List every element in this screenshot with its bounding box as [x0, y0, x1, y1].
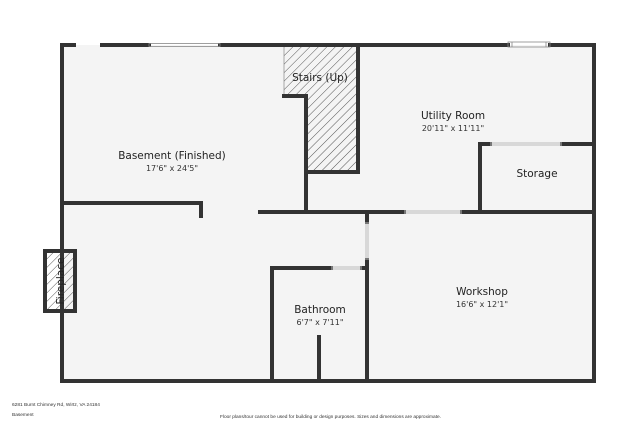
walls	[60, 43, 596, 383]
windows	[148, 41, 551, 48]
utility-name: Utility Room	[421, 110, 485, 122]
doorways	[331, 142, 562, 270]
bathroom-dims: 6'7" x 7'11"	[296, 318, 343, 327]
level-text: Basement	[12, 413, 34, 418]
disclaimer-text: Floor plans/tour cannot be used for buil…	[220, 415, 442, 420]
basement-dims: 17'6" x 24'5"	[146, 164, 198, 173]
storage-name: Storage	[516, 168, 557, 180]
stairs-name: Stairs (Up)	[292, 72, 348, 84]
basement-name: Basement (Finished)	[118, 150, 226, 162]
workshop-dims: 16'6" x 12'1"	[456, 300, 508, 309]
workshop-name: Workshop	[456, 286, 508, 298]
fireplace-name: Fireplace	[55, 258, 67, 305]
address-text: 6281 Burnt Chimney Rd, Wirtz, VA 24184	[12, 403, 100, 408]
bathroom-name: Bathroom	[294, 304, 346, 316]
utility-dims: 20'11" x 11'11"	[422, 124, 484, 133]
